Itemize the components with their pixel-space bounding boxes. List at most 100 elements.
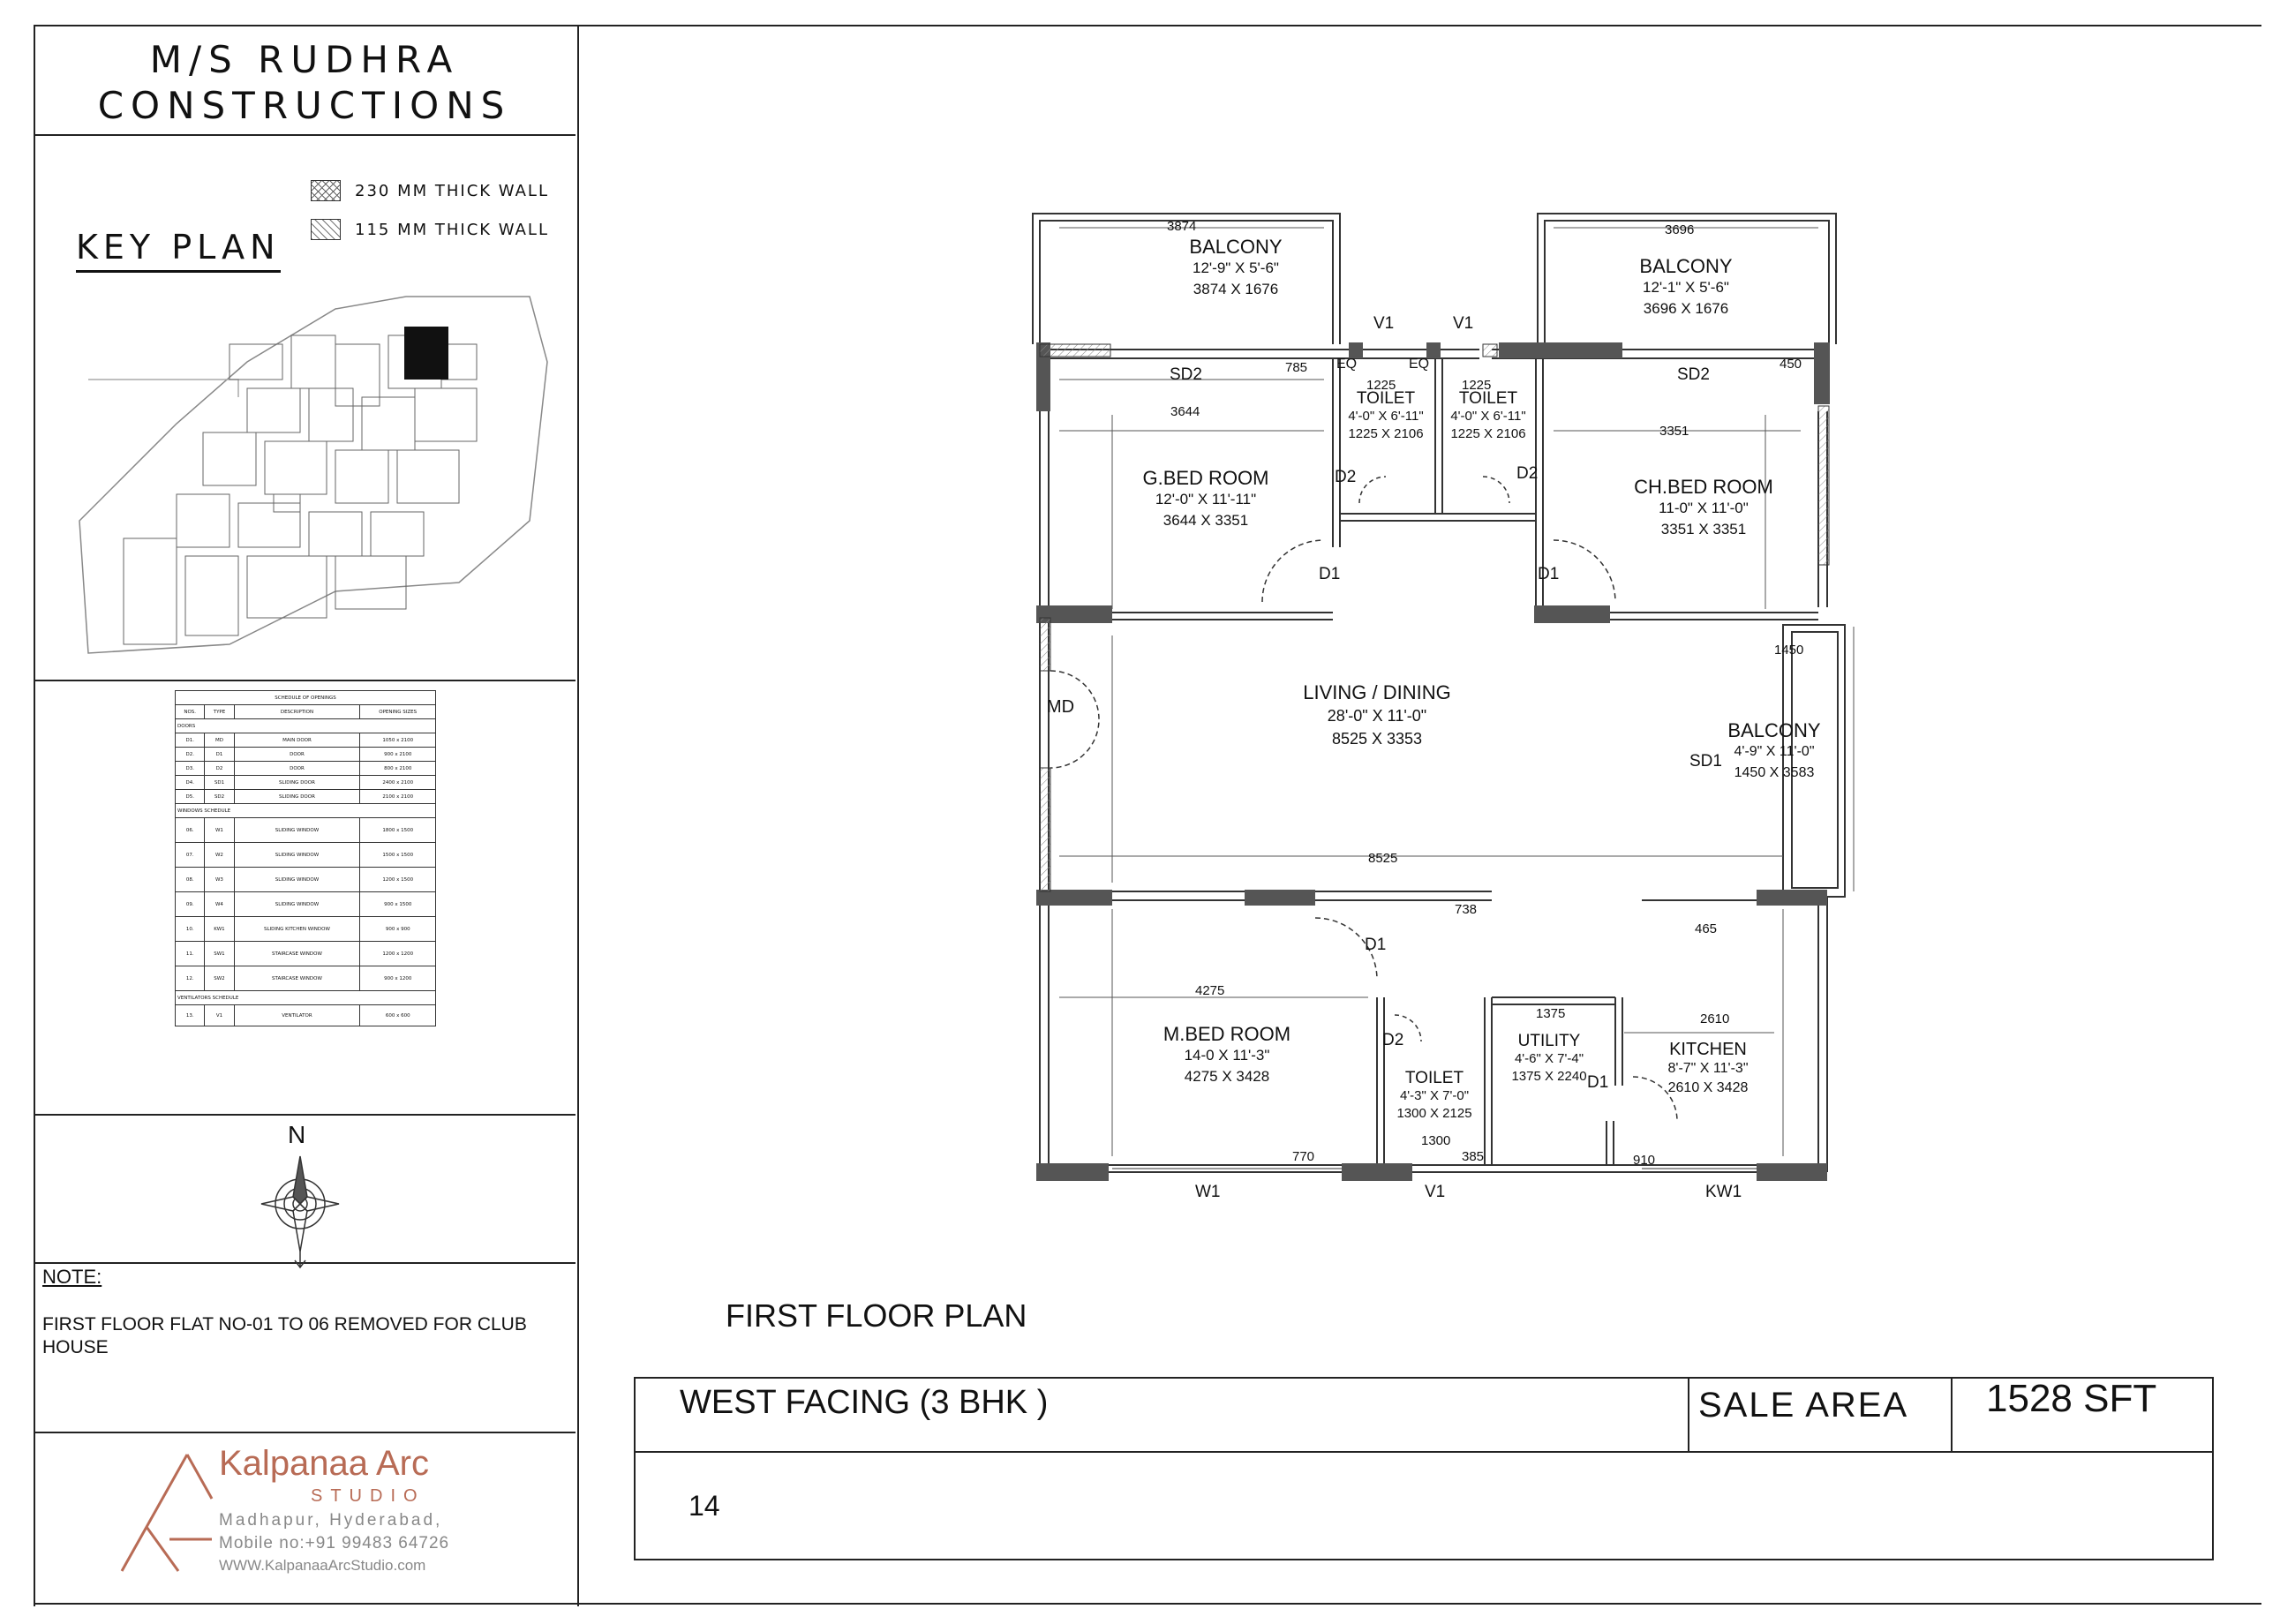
opening-tag: D1 [1319, 565, 1341, 583]
dimension-label: 2610 [1700, 1011, 1730, 1026]
opening-tag: D1 [1365, 936, 1387, 954]
dimension-label: 3874 [1167, 219, 1197, 234]
dimension-label: 450 [1780, 357, 1802, 372]
room-label: TOILET 4'-0" X 6'-11" 1225 X 2106 [1450, 389, 1526, 442]
diagonal-hatch-swatch [311, 219, 341, 240]
title-block-divider [634, 1451, 2214, 1453]
dimension-label: 1225 [1462, 378, 1492, 393]
architect-studio: STUDIO [311, 1486, 425, 1506]
schedule-header: OPENING SIZES [359, 704, 436, 719]
opening-tag: V1 [1425, 1183, 1446, 1201]
sidebar-divider [34, 1262, 576, 1264]
sidebar-divider [34, 134, 576, 136]
opening-tag: SD2 [1170, 365, 1202, 384]
architect-address: Madhapur, Hyderabad, [219, 1511, 443, 1530]
room-label: CH.BED ROOM 11-0" X 11'-0" 3351 X 3351 [1634, 476, 1773, 538]
sale-area-label: SALE AREA [1698, 1386, 1909, 1425]
architect-name: Kalpanaa Arc [219, 1444, 429, 1483]
dimension-label: 3351 [1659, 424, 1689, 439]
opening-tag: D1 [1587, 1073, 1609, 1092]
opening-tag: EQ [1409, 357, 1430, 372]
cross-hatch-swatch [311, 180, 341, 201]
schedule-header: DESCRIPTION [233, 704, 361, 719]
schedule-section: WINDOWS SCHEDULE [175, 803, 436, 818]
opening-tag: SD1 [1689, 752, 1722, 771]
schedule-section: VENTILATORS SCHEDULE [175, 990, 436, 1005]
floor-plan-title: FIRST FLOOR PLAN [726, 1297, 1027, 1334]
opening-tag: D2 [1516, 464, 1539, 483]
dimension-label: 385 [1462, 1149, 1485, 1164]
opening-tag: MD [1047, 697, 1075, 717]
room-label: TOILET 4'-3" X 7'-0" 1300 X 2125 [1396, 1069, 1472, 1122]
room-label: M.BED ROOM 14-0 X 11'-3" 4275 X 3428 [1163, 1023, 1291, 1086]
title-block-divider [1688, 1377, 1689, 1451]
opening-tag: KW1 [1705, 1183, 1742, 1201]
sidebar-divider [34, 1114, 576, 1116]
opening-tag: D1 [1538, 565, 1560, 583]
dimension-label: 910 [1633, 1153, 1656, 1168]
room-label: LIVING / DINING 28'-0" X 11'-0" 8525 X 3… [1303, 681, 1451, 748]
sheet-number: 14 [688, 1490, 720, 1522]
schedule-of-openings: SCHEDULE OF OPENINGS NOS. TYPE DESCRIPTI… [174, 690, 436, 1026]
opening-tag: V1 [1373, 314, 1395, 333]
dimension-label: 4275 [1195, 983, 1225, 998]
legend-115-wall: 115 MM THICK WALL [311, 219, 549, 240]
legend-230-wall: 230 MM THICK WALL [311, 180, 549, 201]
dimension-label: 8525 [1368, 851, 1398, 866]
key-plan-title: KEY PLAN [76, 228, 281, 273]
sheet-border [34, 25, 2261, 1606]
schedule-title: SCHEDULE OF OPENINGS [175, 690, 436, 705]
schedule-header: NOS. [174, 704, 206, 719]
room-label: KITCHEN 8'-7" X 11'-3" 2610 X 3428 [1667, 1040, 1749, 1095]
floor-plan [1032, 213, 1855, 1181]
room-label: TOILET 4'-0" X 6'-11" 1225 X 2106 [1348, 389, 1424, 442]
dimension-label: 1300 [1421, 1133, 1451, 1148]
opening-tag: W1 [1195, 1183, 1221, 1201]
facing-label: WEST FACING (3 BHK ) [680, 1384, 1049, 1421]
opening-tag: D2 [1382, 1031, 1404, 1049]
dimension-label: 3644 [1170, 404, 1200, 419]
sidebar-divider [34, 680, 576, 681]
legend-label: 115 MM THICK WALL [355, 220, 549, 239]
room-label: BALCONY 12'-9" X 5'-6" 3874 X 1676 [1189, 236, 1283, 298]
schedule-header: TYPE [204, 704, 235, 719]
sheet-bottom-line [34, 1603, 2261, 1605]
sale-area-value: 1528 SFT [1986, 1377, 2157, 1420]
architect-mobile: Mobile no:+91 99483 64726 [219, 1534, 450, 1553]
dimension-label: 465 [1695, 921, 1718, 936]
north-label: N [288, 1121, 306, 1148]
room-label: UTILITY 4'-6" X 7'-4" 1375 X 2240 [1511, 1032, 1587, 1085]
architect-website[interactable]: WWW.KalpanaaArcStudio.com [219, 1557, 426, 1574]
company-name-line1: M/S RUDHRA [149, 38, 460, 81]
highlighted-block [404, 327, 448, 380]
note-text: FIRST FLOOR FLAT NO-01 TO 06 REMOVED FOR… [42, 1314, 527, 1357]
room-label: BALCONY 4'-9" X 11'-0" 1450 X 3583 [1727, 719, 1821, 781]
dimension-label: 1450 [1774, 643, 1804, 658]
dimension-label: 785 [1285, 360, 1308, 375]
dimension-label: 1225 [1366, 378, 1396, 393]
room-label: BALCONY 12'-1" X 5'-6" 3696 X 1676 [1639, 255, 1733, 318]
key-plan-drawing [79, 296, 548, 654]
sidebar-panel [34, 25, 579, 1606]
legend-label: 230 MM THICK WALL [355, 181, 549, 200]
opening-tag: V1 [1453, 314, 1474, 333]
note-heading: NOTE: [42, 1266, 102, 1288]
opening-tag: D2 [1335, 468, 1357, 486]
dimension-label: 1375 [1536, 1006, 1566, 1021]
architect-logo-icon [120, 1454, 214, 1572]
title-block [634, 1377, 2214, 1560]
dimension-label: 770 [1292, 1149, 1315, 1164]
